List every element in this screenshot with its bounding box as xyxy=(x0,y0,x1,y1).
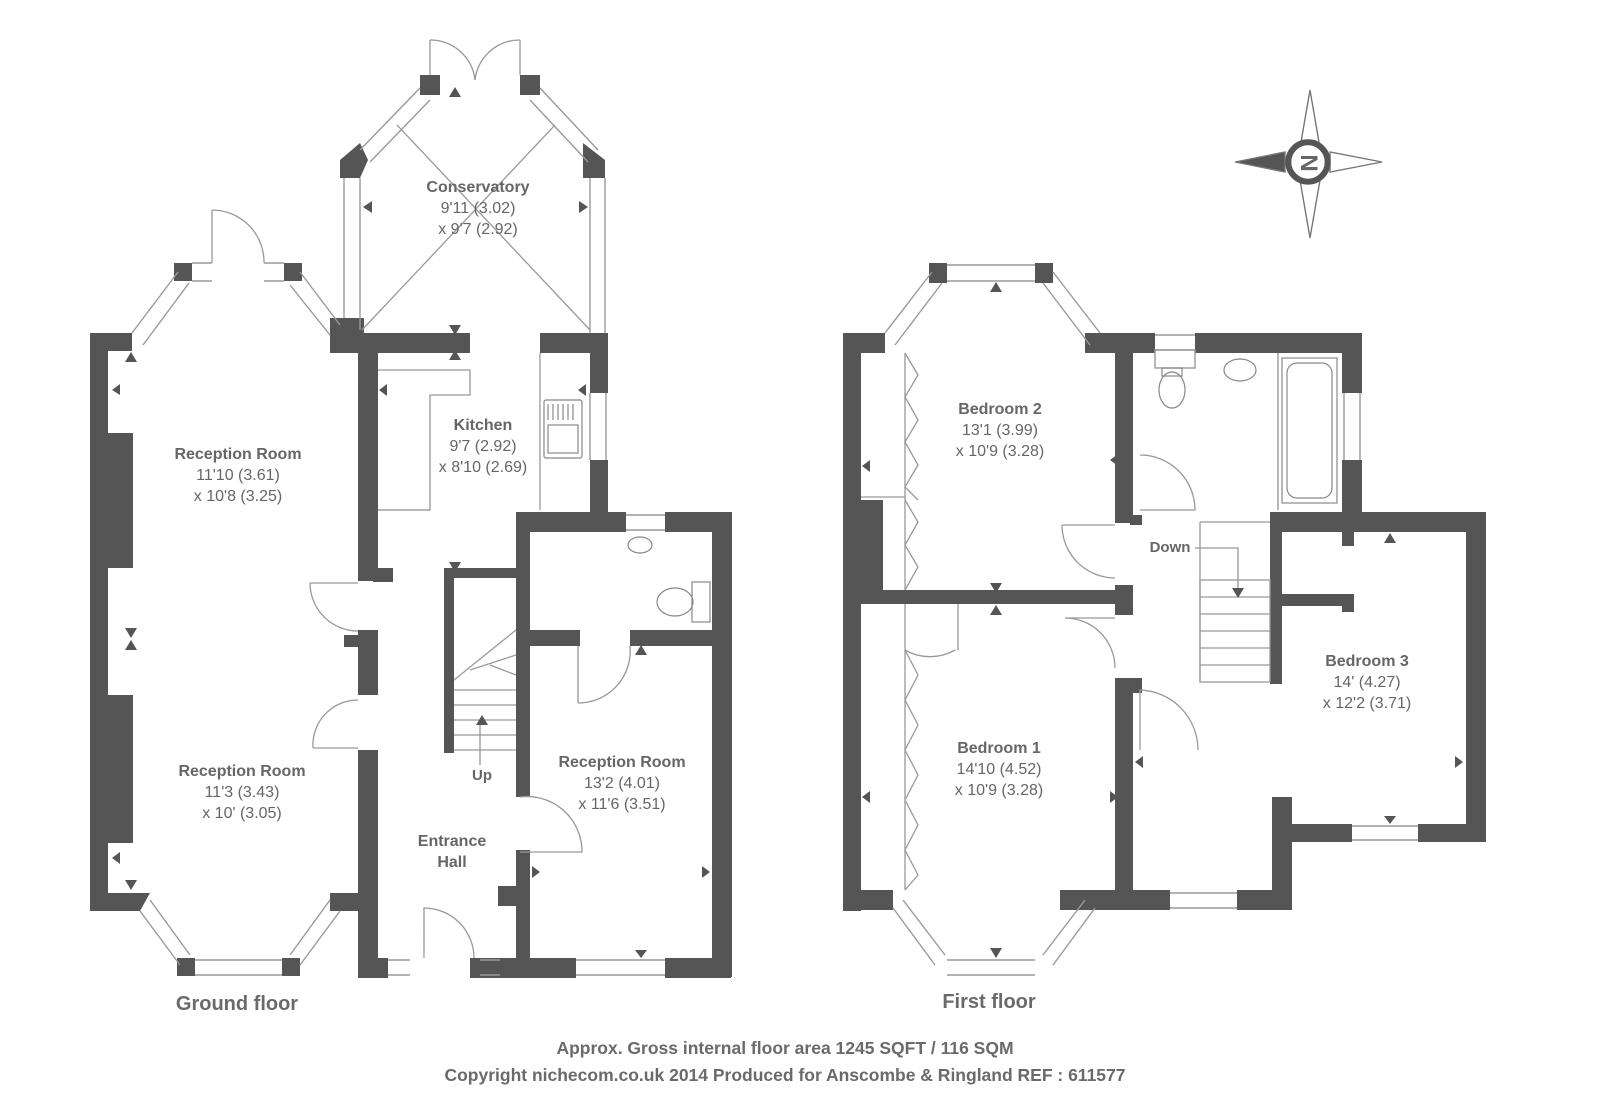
stairs-up-label: Up xyxy=(472,767,492,784)
reception-right-dim-1: 13'2 (4.01) xyxy=(584,775,660,792)
reception-right-dim-2: x 11'6 (3.51) xyxy=(578,796,665,813)
ground-floor-caption: Ground floor xyxy=(176,993,298,1015)
kitchen-dim-1: 9'7 (2.92) xyxy=(449,438,516,455)
bedroom3-dim-2: x 12'2 (3.71) xyxy=(1323,695,1411,712)
bedroom2-dim-1: 13'1 (3.99) xyxy=(962,422,1038,439)
ground-floor-plan xyxy=(90,39,732,978)
copyright-text: Copyright nichecom.co.uk 2014 Produced f… xyxy=(444,1065,1125,1085)
reception-right-name: Reception Room xyxy=(558,754,685,771)
reception-front-dim-1: 11'3 (3.43) xyxy=(205,784,280,801)
first-floor-plan xyxy=(843,263,1486,976)
first-floor-caption: First floor xyxy=(942,991,1036,1013)
reception-rear-dim-2: x 10'8 (3.25) xyxy=(194,488,282,505)
bedroom3-dim-1: 14' (4.27) xyxy=(1333,674,1400,691)
first-floor-walls xyxy=(843,263,1486,911)
compass-north-letter: N xyxy=(1295,154,1322,171)
conservatory-dim-1: 9'11 (3.02) xyxy=(441,200,516,217)
kitchen-dim-2: x 8'10 (2.69) xyxy=(439,459,527,476)
entrance-hall-label-2: Hall xyxy=(437,854,466,871)
entrance-hall-label-1: Entrance xyxy=(418,833,487,850)
bathroom-fixtures-icon xyxy=(1158,353,1338,510)
reception-front-name: Reception Room xyxy=(178,763,305,780)
kitchen-sink-icon xyxy=(543,399,583,459)
stairs-down-label: Down xyxy=(1150,539,1191,556)
wc-basin-icon xyxy=(627,536,711,623)
reception-rear-name: Reception Room xyxy=(174,446,301,463)
conservatory-name: Conservatory xyxy=(426,179,529,196)
dimension-arrows xyxy=(862,282,1463,958)
reception-rear-dim-1: 11'10 (3.61) xyxy=(196,467,280,484)
bedroom1-dim-2: x 10'9 (3.28) xyxy=(955,782,1043,799)
ground-floor-walls xyxy=(90,75,732,978)
bedroom1-name: Bedroom 1 xyxy=(957,740,1041,757)
bedroom2-name: Bedroom 2 xyxy=(958,401,1042,418)
reception-front-dim-2: x 10' (3.05) xyxy=(202,805,282,822)
bedroom1-dim-1: 14'10 (4.52) xyxy=(957,761,1042,778)
dimension-arrows xyxy=(112,87,710,958)
bedroom3-name: Bedroom 3 xyxy=(1325,653,1409,670)
kitchen-name: Kitchen xyxy=(454,417,513,434)
north-compass-icon xyxy=(1234,89,1383,239)
bedroom2-dim-2: x 10'9 (3.28) xyxy=(956,443,1044,460)
floor-area-text: Approx. Gross internal floor area 1245 S… xyxy=(556,1038,1013,1058)
conservatory-dim-2: x 9'7 (2.92) xyxy=(438,221,518,238)
